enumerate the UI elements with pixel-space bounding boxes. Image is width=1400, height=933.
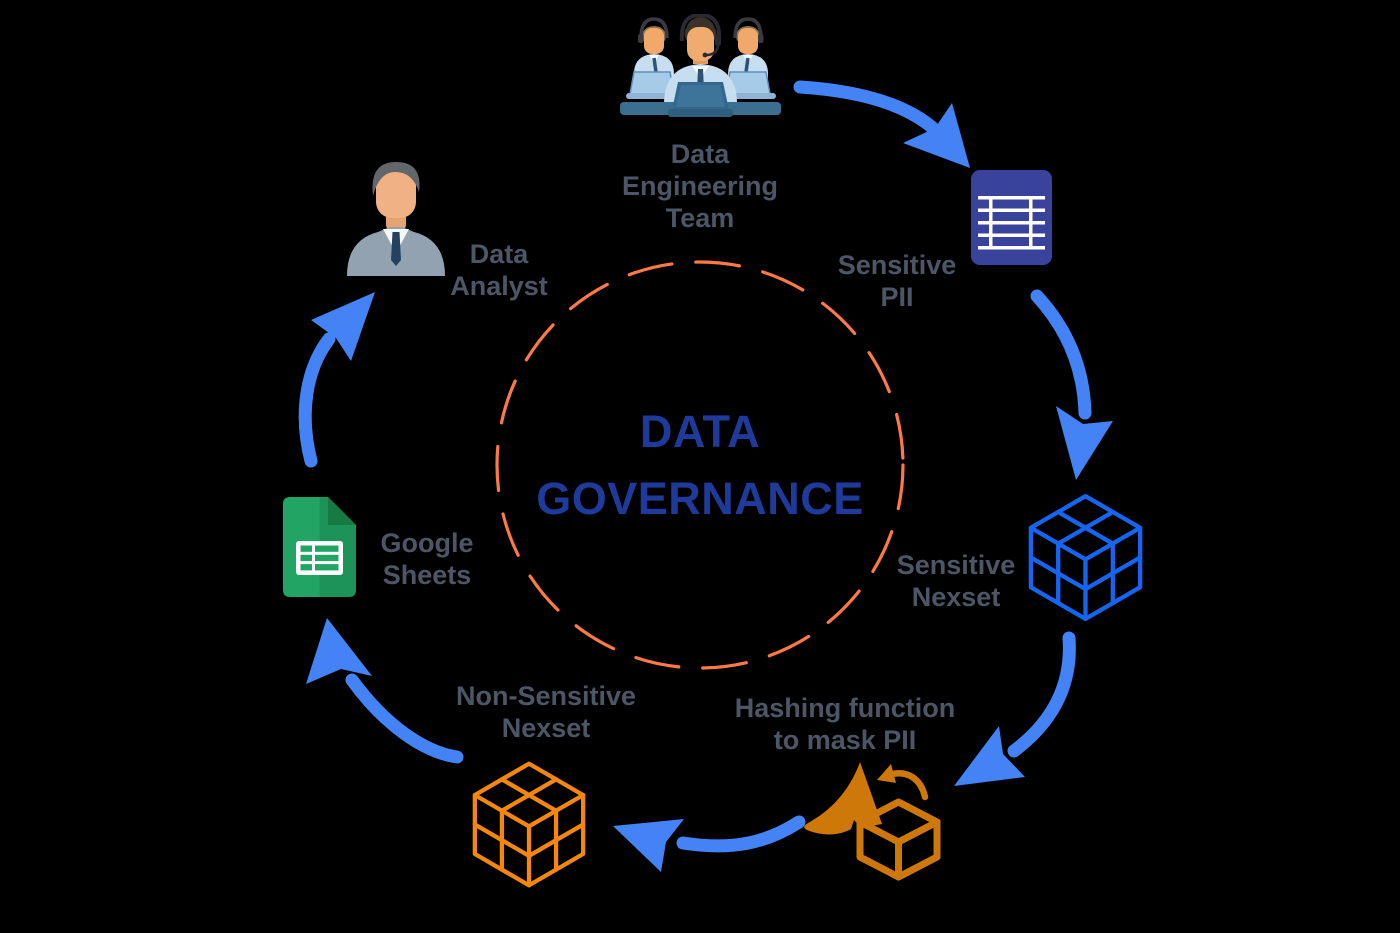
title-line-2: GOVERNANCE — [536, 473, 864, 524]
team-at-laptops-icon — [620, 14, 781, 117]
label-sensitive-pii: Sensitive PII — [837, 250, 957, 312]
arrow-team-to-pii-icon — [793, 80, 970, 168]
diagram-title: DATA GOVERNANCE — [536, 398, 864, 532]
cube-shape — [856, 798, 941, 881]
arrow-pii-to-nexset-icon — [1030, 289, 1113, 480]
label-sensitive-nexset: Sensitive Nexset — [896, 550, 1016, 612]
dashed-circle — [495, 260, 905, 670]
label-hashing-function: Hashing function to mask PII — [734, 693, 956, 755]
arrow-nonsensitive-to-sheets-icon — [306, 618, 464, 764]
arrow-nexset-to-hashing-icon — [954, 631, 1076, 786]
pyramid-shape — [804, 762, 882, 835]
label-non-sensitive-nexset: Non-Sensitive Nexset — [455, 681, 637, 743]
label-data-engineering-team: Data Engineering Team — [621, 139, 779, 233]
blue-wireframe-cube-icon — [1028, 494, 1143, 621]
orange-wireframe-cube-icon — [472, 761, 586, 888]
label-data-analyst: Data Analyst — [450, 239, 548, 301]
business-person-icon — [347, 162, 445, 276]
pyramid-to-cube-transform-icon — [804, 762, 941, 881]
google-sheets-icon — [283, 497, 356, 597]
label-google-sheets: Google Sheets — [380, 528, 474, 590]
title-line-1: DATA — [639, 406, 761, 457]
rotate-arrow — [885, 770, 929, 801]
arrow-sheets-to-analyst-icon — [298, 292, 375, 468]
spreadsheet-table-icon — [971, 170, 1052, 265]
arrow-hashing-to-nonsensitive-icon — [613, 815, 806, 872]
